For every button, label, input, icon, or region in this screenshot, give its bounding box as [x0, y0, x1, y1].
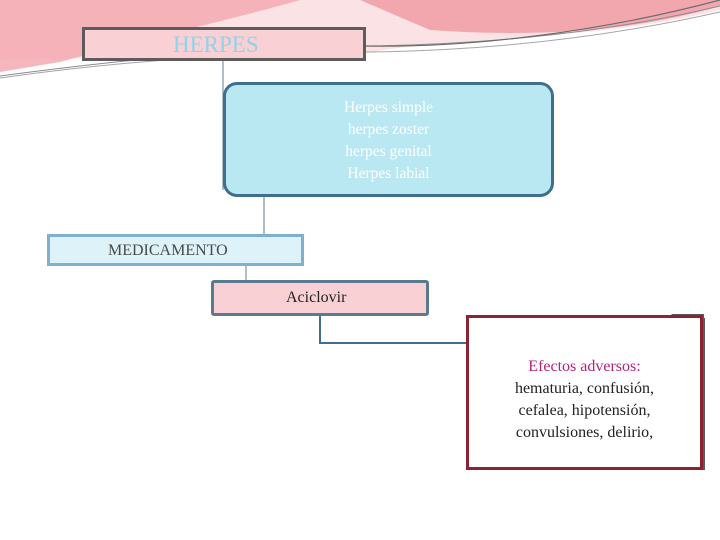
adverse-effects-heading: Efectos adversos: [469, 356, 700, 378]
connector-drug-effects [320, 316, 468, 343]
herpes-type-item: herpes zoster [226, 119, 551, 141]
adverse-effects-box: Efectos adversos: hematuria, confusión, … [466, 315, 703, 470]
adverse-effects-line: convulsiones, delirio, [469, 422, 700, 444]
drug-box: Aciclovir [211, 280, 429, 316]
medication-box: MEDICAMENTO [47, 234, 304, 266]
medication-label: MEDICAMENTO [108, 238, 228, 264]
herpes-type-item: Herpes simple [226, 97, 551, 119]
title-box: HERPES [82, 27, 366, 61]
title-text: HERPES [173, 31, 259, 59]
adverse-effects-line: hematuria, confusión, [469, 378, 700, 400]
drug-name: Aciclovir [286, 283, 346, 313]
herpes-types-box: Herpes simple herpes zoster herpes genit… [223, 82, 554, 197]
herpes-type-item: herpes genital [226, 141, 551, 163]
adverse-effects-line: cefalea, hipotensión, [469, 400, 700, 422]
herpes-type-item: Herpes labial [226, 163, 551, 185]
